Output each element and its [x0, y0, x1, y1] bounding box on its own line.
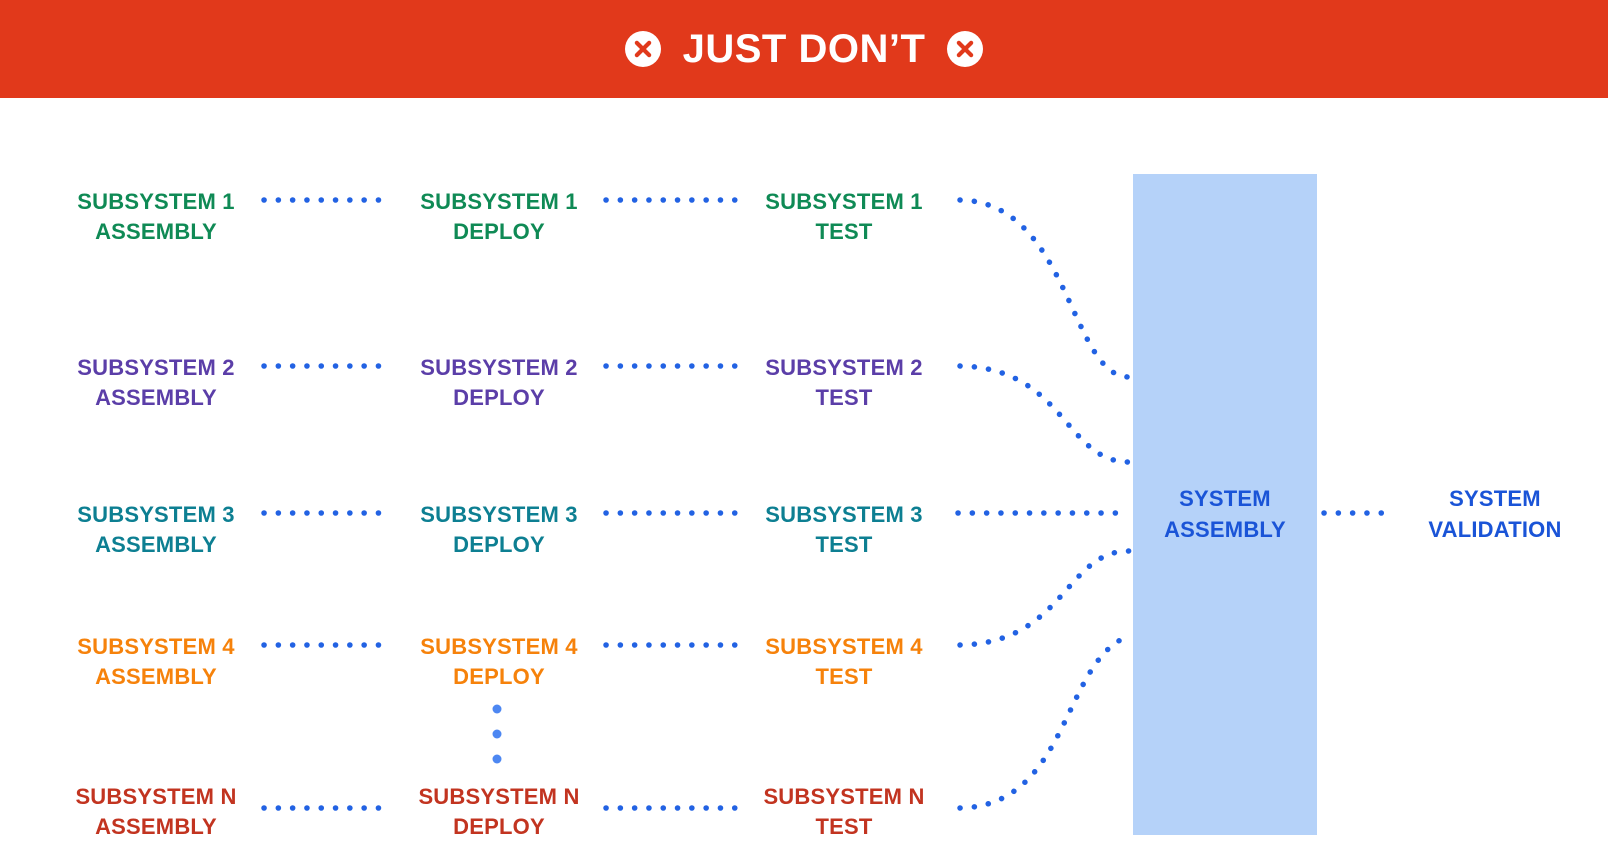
label-line1: SUBSYSTEM 2 — [77, 355, 235, 380]
label-line1: SUBSYSTEM 1 — [765, 189, 923, 214]
label-line1: SUBSYSTEM 2 — [420, 355, 578, 380]
label-line1: SUBSYSTEM N — [75, 784, 237, 809]
subsystem-4-assembly-label: SUBSYSTEM 4 ASSEMBLY — [6, 632, 306, 692]
label-line2: VALIDATION — [1428, 517, 1562, 542]
ellipsis-dot — [492, 704, 502, 714]
label-line1: SUBSYSTEM 1 — [77, 189, 235, 214]
subsystem-3-assembly-label: SUBSYSTEM 3 ASSEMBLY — [6, 500, 306, 560]
label-line1: SUBSYSTEM 3 — [77, 502, 235, 527]
label-line1: SUBSYSTEM N — [418, 784, 580, 809]
label-line2: TEST — [815, 664, 873, 689]
label-line2: ASSEMBLY — [95, 814, 217, 839]
subsystem-1-deploy-label: SUBSYSTEM 1 DEPLOY — [349, 187, 649, 247]
label-line2: TEST — [815, 814, 873, 839]
vertical-ellipsis-dots — [492, 704, 502, 764]
label-line2: ASSEMBLY — [95, 532, 217, 557]
banner-title: JUST DON’T — [682, 26, 926, 71]
label-line1: SUBSYSTEM N — [763, 784, 925, 809]
label-line2: DEPLOY — [453, 664, 545, 689]
circled-x-icon — [947, 31, 984, 67]
subsystem-n-assembly-label: SUBSYSTEM N ASSEMBLY — [6, 782, 306, 842]
circled-x-icon — [947, 31, 984, 67]
subsystem-3-test-label: SUBSYSTEM 3 TEST — [694, 500, 994, 560]
subsystem-2-test-label: SUBSYSTEM 2 TEST — [694, 353, 994, 413]
subsystem-2-assembly-label: SUBSYSTEM 2 ASSEMBLY — [6, 353, 306, 413]
label-line2: TEST — [815, 219, 873, 244]
label-line2: ASSEMBLY — [95, 385, 217, 410]
subsystem-1-test-label: SUBSYSTEM 1 TEST — [694, 187, 994, 247]
subsystem-4-test-label: SUBSYSTEM 4 TEST — [694, 632, 994, 692]
label-line1: SUBSYSTEM 2 — [765, 355, 923, 380]
subsystem-n-test-label: SUBSYSTEM N TEST — [694, 782, 994, 842]
label-line2: ASSEMBLY — [1164, 517, 1286, 542]
subsystem-3-deploy-label: SUBSYSTEM 3 DEPLOY — [349, 500, 649, 560]
circled-x-icon — [624, 31, 661, 67]
label-line1: SUBSYSTEM 3 — [420, 502, 578, 527]
subsystem-2-deploy-label: SUBSYSTEM 2 DEPLOY — [349, 353, 649, 413]
system-validation-label: SYSTEM VALIDATION — [1345, 483, 1608, 545]
label-line1: SUBSYSTEM 4 — [765, 634, 923, 659]
label-line2: TEST — [815, 532, 873, 557]
label-line2: ASSEMBLY — [95, 219, 217, 244]
ellipsis-dot — [492, 754, 502, 764]
label-line2: DEPLOY — [453, 219, 545, 244]
subsystem-1-assembly-label: SUBSYSTEM 1 ASSEMBLY — [6, 187, 306, 247]
label-line2: ASSEMBLY — [95, 664, 217, 689]
label-line2: DEPLOY — [453, 814, 545, 839]
label-line1: SYSTEM — [1449, 486, 1541, 511]
subsystem-4-deploy-label: SUBSYSTEM 4 DEPLOY — [349, 632, 649, 692]
label-line1: SUBSYSTEM 3 — [765, 502, 923, 527]
label-line1: SUBSYSTEM 4 — [420, 634, 578, 659]
label-line2: DEPLOY — [453, 532, 545, 557]
warning-banner: JUST DON’T — [0, 0, 1608, 98]
subsystem-n-deploy-label: SUBSYSTEM N DEPLOY — [349, 782, 649, 842]
ellipsis-dot — [492, 729, 502, 739]
label-line1: SYSTEM — [1179, 486, 1271, 511]
label-line2: TEST — [815, 385, 873, 410]
circled-x-icon — [624, 31, 661, 67]
connector-dotted-curve — [957, 548, 1132, 648]
label-line2: DEPLOY — [453, 385, 545, 410]
label-line1: SUBSYSTEM 1 — [420, 189, 578, 214]
system-assembly-box — [1133, 174, 1317, 835]
label-line1: SUBSYSTEM 4 — [77, 634, 235, 659]
system-assembly-label: SYSTEM ASSEMBLY — [1133, 483, 1317, 545]
